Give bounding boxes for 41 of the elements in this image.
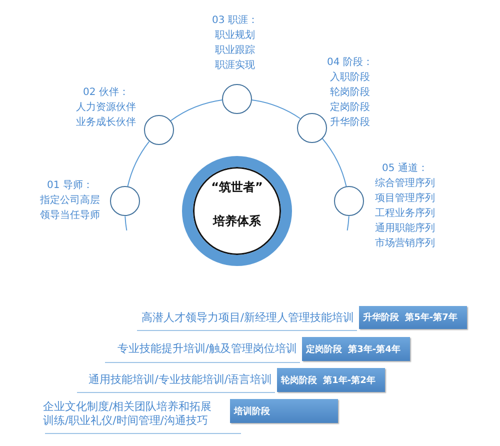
list-item: 指定公司高层领导当任导师: [39, 194, 101, 223]
stage-bar: 定岗阶段 第3年-第4年: [302, 337, 410, 361]
list-item: 通用职能序列: [375, 222, 435, 236]
circle-node: [110, 186, 140, 216]
circle-node: [334, 186, 364, 216]
list-item: 人力资源伙伴: [76, 100, 136, 115]
training-content: 专业技能提升培训/触及管理岗位培训: [117, 342, 297, 356]
stage-bar: 轮岗阶段 第1年-第2年: [277, 368, 385, 392]
list-item: 职涯实现: [215, 58, 255, 73]
section-heading: 04 阶段：: [327, 56, 373, 70]
list-item: 定岗阶段: [330, 100, 370, 115]
list-item: 职业跟踪: [215, 44, 255, 58]
section-heading: 01 导师：: [47, 179, 93, 193]
circle-node: [222, 84, 252, 114]
section-heading: 02 伙伴：: [83, 86, 129, 100]
list-item: 业务成长伙伴: [76, 116, 136, 130]
title-text: “筑世者”: [211, 180, 263, 194]
arc-line: [127, 141, 150, 187]
list-item: 市场营销序列: [375, 236, 435, 251]
subtitle-text: 培养体系: [213, 214, 261, 228]
list-item: 轮岗阶段: [330, 86, 370, 100]
section-heading: 05 通道：: [382, 162, 428, 176]
arc-line: [251, 100, 301, 119]
list-item: 职业规划: [215, 28, 255, 43]
training-content: 通用技能培训/专业技能培训/语言培训: [88, 373, 272, 387]
arc-line: [346, 216, 350, 231]
training-content: 高潜人才领导力项目/新经理人管理技能培训: [141, 310, 354, 324]
arc-line: [322, 138, 347, 187]
list-item: 综合管理序列: [375, 176, 435, 191]
list-item: 升华阶段: [330, 116, 370, 130]
circle-node: [144, 115, 174, 146]
stage-bar: 升华阶段 第5年-第7年: [359, 306, 467, 329]
list-item: 项目管理序列: [375, 192, 435, 206]
list-item: 工程业务序列: [375, 206, 435, 221]
circle-node: [296, 112, 327, 143]
stage-bar: 培训阶段: [230, 399, 338, 423]
section-heading: 03 职涯：: [212, 14, 258, 28]
training-content: 企业文化制度/相关团队培养和拓展训练/职业礼仪/时间管理/沟通技巧: [43, 400, 213, 428]
arc-line: [170, 100, 223, 122]
list-item: 入职阶段: [330, 70, 370, 85]
arc-line: [124, 216, 128, 231]
